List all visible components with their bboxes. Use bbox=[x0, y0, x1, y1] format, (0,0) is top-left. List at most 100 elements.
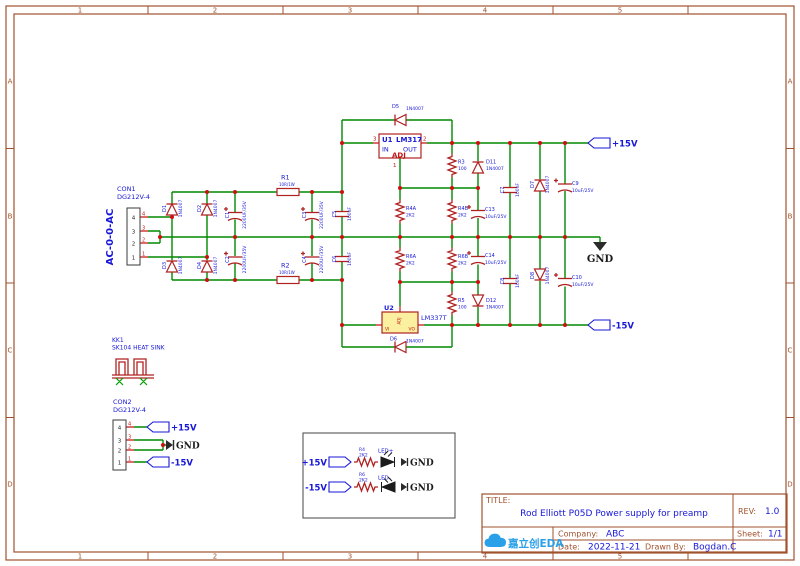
con2-pin-num: 4 bbox=[128, 422, 131, 428]
u1-pin-adj: ADJ bbox=[392, 152, 406, 160]
zone-col-label: 5 bbox=[618, 7, 622, 15]
c2-ref: C2 bbox=[225, 256, 231, 263]
neg15-label: -15V bbox=[612, 322, 634, 332]
d2-value: 1N4007 bbox=[213, 200, 219, 218]
capacitor-c6[interactable]: C6 100nF bbox=[332, 252, 353, 266]
resistor-r2[interactable]: R2 10R/1W bbox=[276, 262, 300, 285]
rev-value[interactable]: 1.0 bbox=[765, 507, 780, 517]
capacitor-c10[interactable]: C10 10uF/25V bbox=[553, 272, 594, 288]
legend-r6-value: 2K2 bbox=[359, 478, 368, 484]
resistor-r3[interactable]: R3 100 bbox=[447, 152, 467, 179]
legend-row-neg[interactable]: -15V R6 2K2 LED- GND bbox=[305, 472, 434, 494]
c14-ref: C14 bbox=[485, 253, 495, 259]
gnd-symbol-main[interactable]: GND bbox=[587, 242, 614, 265]
regulator-u1[interactable]: U1 LM317 IN OUT ADJ 3 2 1 bbox=[373, 133, 427, 169]
diode-d8[interactable]: D8 1N4007 bbox=[530, 267, 551, 285]
r2-value: 10R/1W bbox=[279, 270, 295, 275]
legend-row-pos[interactable]: +15V R4 2K2 LED+ GND bbox=[301, 447, 433, 469]
legend-neg-label: -15V bbox=[305, 484, 327, 494]
capacitor-c7[interactable]: C7 100nF bbox=[500, 183, 521, 197]
c1-value: 2200UF/35V bbox=[242, 200, 248, 229]
r6a-ref: R6A bbox=[406, 254, 417, 260]
sheet-value[interactable]: 1/1 bbox=[768, 530, 782, 540]
company-label: Company: bbox=[558, 530, 598, 539]
con2-pin: 2 bbox=[118, 449, 122, 455]
net-flag-pos15[interactable]: +15V bbox=[587, 137, 638, 150]
con1-pin: 1 bbox=[132, 256, 136, 262]
capacitor-c14[interactable]: C14 10uF/25V bbox=[466, 250, 507, 266]
con2-pin-num: 1 bbox=[128, 457, 131, 463]
u2-pin-vo: VO bbox=[408, 327, 415, 333]
c13-value: 10uF/25V bbox=[485, 214, 507, 220]
resistor-r5[interactable]: R5 100 bbox=[447, 290, 467, 317]
resistor-r4b[interactable]: R4B 2K2 bbox=[447, 198, 469, 225]
regulator-u2[interactable]: U2 LM337T VI VO ADJ bbox=[381, 304, 447, 334]
c13-ref: C13 bbox=[485, 207, 495, 213]
capacitor-c8[interactable]: C8 100nF bbox=[500, 274, 521, 288]
diode-d6[interactable]: D6 1N4007 bbox=[390, 337, 424, 354]
u1-ref: U1 bbox=[382, 136, 393, 144]
sheet-title[interactable]: Rod Elliott P05D Power supply for preamp bbox=[520, 509, 708, 519]
drawn-by-value[interactable]: Bogdan.C bbox=[693, 543, 736, 553]
resistor-r6a[interactable]: R6A 2K2 bbox=[395, 246, 417, 273]
capacitor-c3[interactable]: C3 2200UF/35V bbox=[300, 200, 325, 229]
heatsink-kk1[interactable]: KK1 SK104 HEAT SINK bbox=[112, 337, 166, 386]
diode-d3[interactable]: D3 1N4007 bbox=[162, 257, 184, 275]
net-flag-neg15[interactable]: -15V bbox=[587, 319, 634, 332]
capacitor-c2[interactable]: C2 2200UF/35V bbox=[223, 245, 248, 274]
diode-d2[interactable]: D2 1N4007 bbox=[197, 200, 219, 218]
c10-value: 10uF/25V bbox=[572, 282, 594, 288]
u1-num-in: 3 bbox=[373, 137, 377, 143]
d6-ref: D6 bbox=[390, 337, 397, 343]
con1-ref: CON1 bbox=[117, 185, 136, 193]
resistor-r4a[interactable]: R4A 2K2 bbox=[395, 198, 417, 225]
sheet-frame: 1 2 3 4 5 1 2 3 4 5 A B C D A B C D bbox=[5, 5, 795, 561]
d7-value: 1N4007 bbox=[545, 176, 551, 194]
connector-con2[interactable]: CON2 DG212V-4 4 3 2 1 4 3 2 1 bbox=[112, 398, 146, 471]
legend-r4-ref: R4 bbox=[359, 447, 365, 453]
diode-d1[interactable]: D1 1N4007 bbox=[162, 200, 184, 218]
legend-r4-value: 2K2 bbox=[359, 453, 368, 459]
zone-row-label: C bbox=[8, 347, 13, 355]
capacitor-c1[interactable]: C1 2200UF/35V bbox=[223, 200, 248, 229]
gnd-label: GND bbox=[587, 254, 614, 265]
con2-net-flags[interactable]: +15V -15V GND bbox=[146, 421, 200, 469]
junction-dots bbox=[158, 141, 567, 447]
c6-ref: C6 bbox=[332, 256, 338, 263]
r6a-value: 2K2 bbox=[406, 261, 415, 267]
wires[interactable] bbox=[126, 119, 601, 488]
d5-value: 1N4007 bbox=[406, 106, 424, 112]
date-label: Date: bbox=[558, 543, 580, 552]
zone-row-label: D bbox=[787, 481, 792, 489]
date-value[interactable]: 2022-11-21 bbox=[588, 543, 640, 553]
diode-d7[interactable]: D7 1N4007 bbox=[530, 176, 551, 194]
zone-row-label: C bbox=[788, 347, 793, 355]
zone-col-label: 1 bbox=[78, 7, 82, 15]
diode-d11[interactable]: D11 1N4007 bbox=[471, 160, 504, 174]
capacitor-c13[interactable]: C13 10uF/25V bbox=[466, 204, 507, 220]
capacitor-c9[interactable]: C9 10uF/25V bbox=[553, 177, 594, 195]
con2-neg-label: -15V bbox=[171, 459, 193, 469]
con1-pin: 4 bbox=[132, 216, 136, 222]
c3-value: 2200UF/35V bbox=[319, 200, 325, 229]
d12-ref: D12 bbox=[486, 298, 496, 304]
d7-ref: D7 bbox=[530, 181, 536, 188]
diode-d4[interactable]: D4 1N4007 bbox=[197, 257, 219, 275]
legend-gnd1-label: GND bbox=[410, 459, 434, 469]
diode-d12[interactable]: D12 1N4007 bbox=[471, 294, 504, 311]
zone-row-label: B bbox=[788, 213, 793, 221]
capacitor-c4[interactable]: C4 2200UF/35V bbox=[300, 245, 325, 274]
d8-value: 1N4007 bbox=[545, 267, 551, 285]
con2-pos-label: +15V bbox=[171, 424, 197, 434]
con2-gnd-label: GND bbox=[176, 442, 200, 452]
c8-value: 100nF bbox=[515, 274, 521, 288]
capacitor-c5[interactable]: C5 100nF bbox=[332, 207, 353, 221]
con2-pin: 4 bbox=[118, 426, 122, 432]
connector-con1[interactable]: CON1 DG212V-4 4 3 2 1 4 3 2 1 AC-0-0-AC bbox=[105, 185, 150, 266]
diode-d5[interactable]: D5 1N4007 bbox=[392, 104, 424, 127]
company-value[interactable]: ABC bbox=[606, 530, 624, 540]
resistor-r1[interactable]: R1 10R/1W bbox=[276, 174, 300, 197]
resistor-r6b[interactable]: R6B 2K2 bbox=[447, 246, 469, 273]
